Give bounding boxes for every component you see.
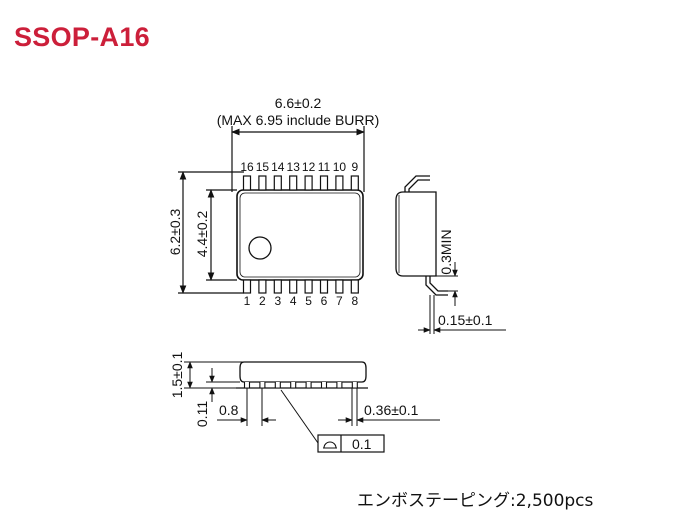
side-body [395, 191, 437, 277]
front-lead [259, 382, 266, 389]
top-lead [273, 175, 282, 191]
top-view [178, 126, 365, 294]
front-view [184, 361, 440, 453]
top-lead [350, 175, 359, 191]
pin-label-bottom: 3 [274, 294, 281, 308]
top-leads [242, 175, 359, 191]
outer-height-dim-label: 6.2±0.3 [167, 208, 183, 255]
pin-label-top: 16 [240, 160, 254, 174]
front-lead [320, 382, 328, 389]
pin-label-top: 11 [318, 160, 331, 174]
side-lead-top-inner [408, 179, 430, 192]
packaging-note: エンボステーピング:2,500pcs [357, 491, 594, 511]
pin-label-bottom: 7 [336, 294, 343, 308]
pin-label-top: 9 [351, 160, 358, 174]
top-lead [335, 175, 344, 191]
min-dim-label: 0.3MIN [438, 229, 454, 274]
bottom-lead [319, 279, 329, 294]
front-lead [336, 382, 343, 389]
front-leads [243, 382, 358, 389]
flatness-symbol [323, 441, 337, 449]
front-height-dim-label: 1.5±0.1 [169, 351, 185, 398]
side-lead-top [404, 175, 430, 192]
pin-label-top: 12 [302, 160, 316, 174]
pin-label-bottom: 4 [290, 294, 297, 308]
bottom-lead [304, 279, 313, 294]
pin-label-bottom: 2 [259, 294, 266, 308]
top-lead [304, 175, 313, 191]
pin-label-top: 10 [333, 160, 347, 174]
front-body [239, 361, 367, 383]
side-lead-bottom-inner [425, 276, 448, 296]
pin-label-bottom: 5 [305, 294, 312, 308]
thickness-dim-label: 0.15±0.1 [438, 312, 493, 328]
package-title: SSOP-A16 [14, 22, 150, 52]
pin-label-top: 13 [287, 160, 301, 174]
bottom-lead [289, 279, 298, 294]
front-lead [274, 382, 281, 389]
front-lead [290, 382, 297, 389]
body-height-dim-label: 4.4±0.2 [194, 210, 210, 257]
flatness-frame [317, 434, 385, 453]
ic-body-inner [239, 192, 361, 278]
pitch-dim-label: 0.8 [219, 402, 239, 418]
bottom-lead [258, 279, 267, 294]
ic-body [236, 189, 364, 281]
top-lead [289, 175, 298, 191]
bottom-leads [242, 279, 359, 294]
bottom-lead [335, 279, 344, 294]
front-lead [351, 382, 358, 389]
standoff-dim-label: 0.11 [194, 401, 210, 427]
flatness-leader [280, 389, 319, 444]
top-lead [242, 175, 252, 191]
pin-label-bottom: 6 [321, 294, 328, 308]
top-lead [319, 175, 329, 191]
side-lead-bottom [429, 276, 448, 292]
lead-width-dim-label: 0.36±0.1 [364, 402, 419, 418]
width-note-label: (MAX 6.95 include BURR) [217, 112, 380, 128]
bottom-lead [273, 279, 282, 294]
bottom-lead [350, 279, 359, 294]
top-lead [258, 175, 267, 191]
pin-label-bottom: 8 [351, 294, 358, 308]
pin-label-top: 15 [256, 160, 270, 174]
flatness-value-label: 0.1 [352, 436, 372, 452]
pin1-marker [248, 236, 272, 260]
side-view [395, 175, 506, 334]
width-dim-label: 6.6±0.2 [275, 95, 322, 111]
pin-label-top: 14 [271, 160, 285, 174]
front-lead [243, 382, 251, 389]
pin-label-bottom: 1 [244, 294, 251, 308]
bottom-lead [242, 279, 252, 294]
front-lead [305, 382, 312, 389]
